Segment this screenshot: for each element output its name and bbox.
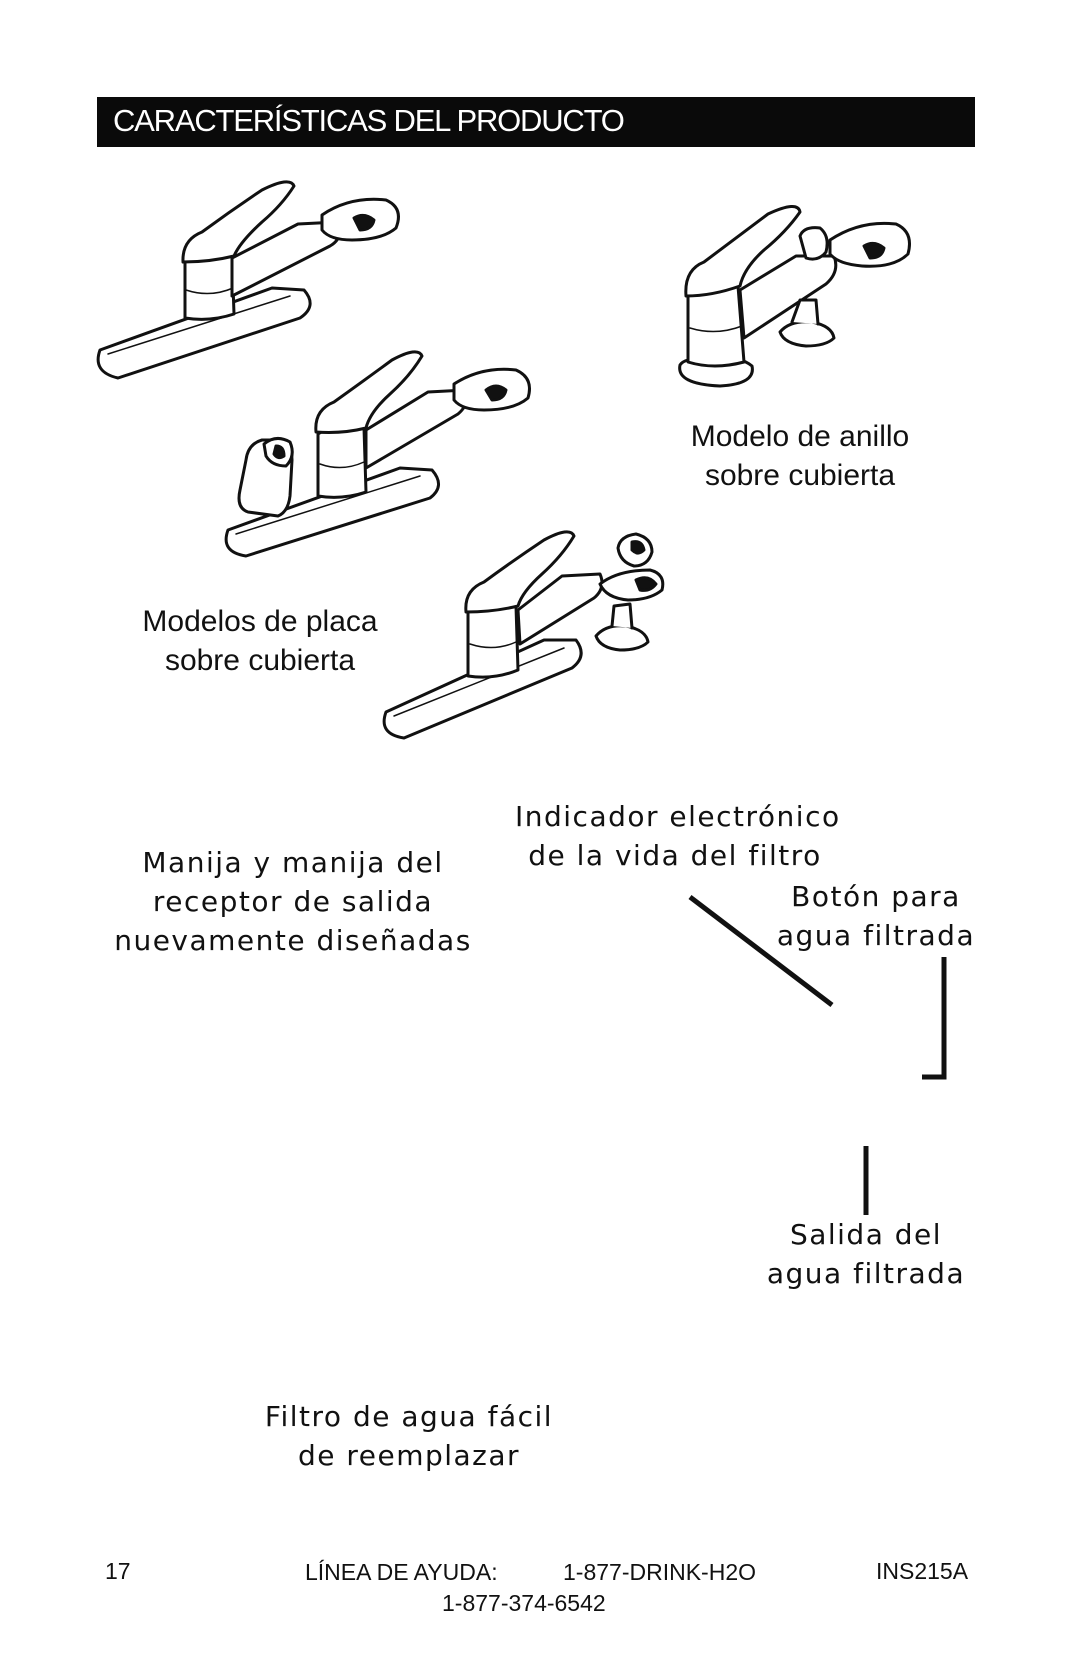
ring-model-caption-line-1: Modelo de anillo [690, 420, 910, 453]
faucet-plate-sprayer-right-model-icon [382, 530, 665, 740]
faucet-plate-model-icon [96, 180, 400, 380]
page-number: 17 [105, 1558, 131, 1584]
button-leader-line [922, 957, 947, 1080]
filter-caption: Filtro de agua fácil de reemplazar [250, 1397, 568, 1475]
section-title: CARACTERÍSTICAS DEL PRODUCTO [113, 103, 625, 138]
filter-caption-line-1: Filtro de agua fácil [264, 1400, 554, 1433]
ring-model-caption: Modelo de anillo sobre cubierta [680, 417, 920, 495]
handle-caption-line-1: Manija y manija del [142, 846, 444, 879]
handle-caption-line-2: receptor de salida [152, 885, 434, 918]
button-caption-line-2: agua filtrada [776, 919, 976, 952]
outlet-caption: Salida del agua filtrada [755, 1215, 977, 1293]
faucet-plate-sprayer-model-icon [224, 350, 531, 558]
outlet-caption-line-1: Salida del [789, 1218, 943, 1251]
leader-lines [688, 895, 947, 1215]
faucet-ring-model-icon [678, 205, 911, 388]
indicator-leader-line [688, 895, 834, 1007]
indicator-caption-line-1: Indicador electrónico [515, 800, 841, 833]
handle-caption: Manija y manija del receptor de salida n… [110, 843, 476, 960]
section-header-bar: CARACTERÍSTICAS DEL PRODUCTO [97, 97, 975, 147]
helpline-word-number: 1-877-DRINK-H2O [563, 1559, 756, 1585]
indicator-caption: Indicador electrónico de la vida del fil… [515, 797, 841, 875]
helpline-label: LÍNEA DE AYUDA: [305, 1559, 498, 1585]
handle-caption-line-3: nuevamente diseñadas [114, 924, 472, 957]
indicator-caption-line-2: de la vida del filtro [528, 839, 822, 872]
ring-model-caption-line-2: sobre cubierta [704, 459, 896, 492]
plate-models-caption-line-2: sobre cubierta [164, 644, 356, 677]
plate-models-caption-line-1: Modelos de placa [142, 605, 378, 638]
outlet-caption-line-2: agua filtrada [766, 1257, 966, 1290]
plate-models-caption: Modelos de placa sobre cubierta [120, 602, 400, 680]
filter-caption-line-2: de reemplazar [297, 1439, 521, 1472]
helpline-number: 1-877-374-6542 [442, 1590, 606, 1616]
button-caption: Botón para agua filtrada [770, 877, 982, 955]
document-code: INS215A [876, 1558, 969, 1584]
button-caption-line-1: Botón para [791, 880, 961, 913]
